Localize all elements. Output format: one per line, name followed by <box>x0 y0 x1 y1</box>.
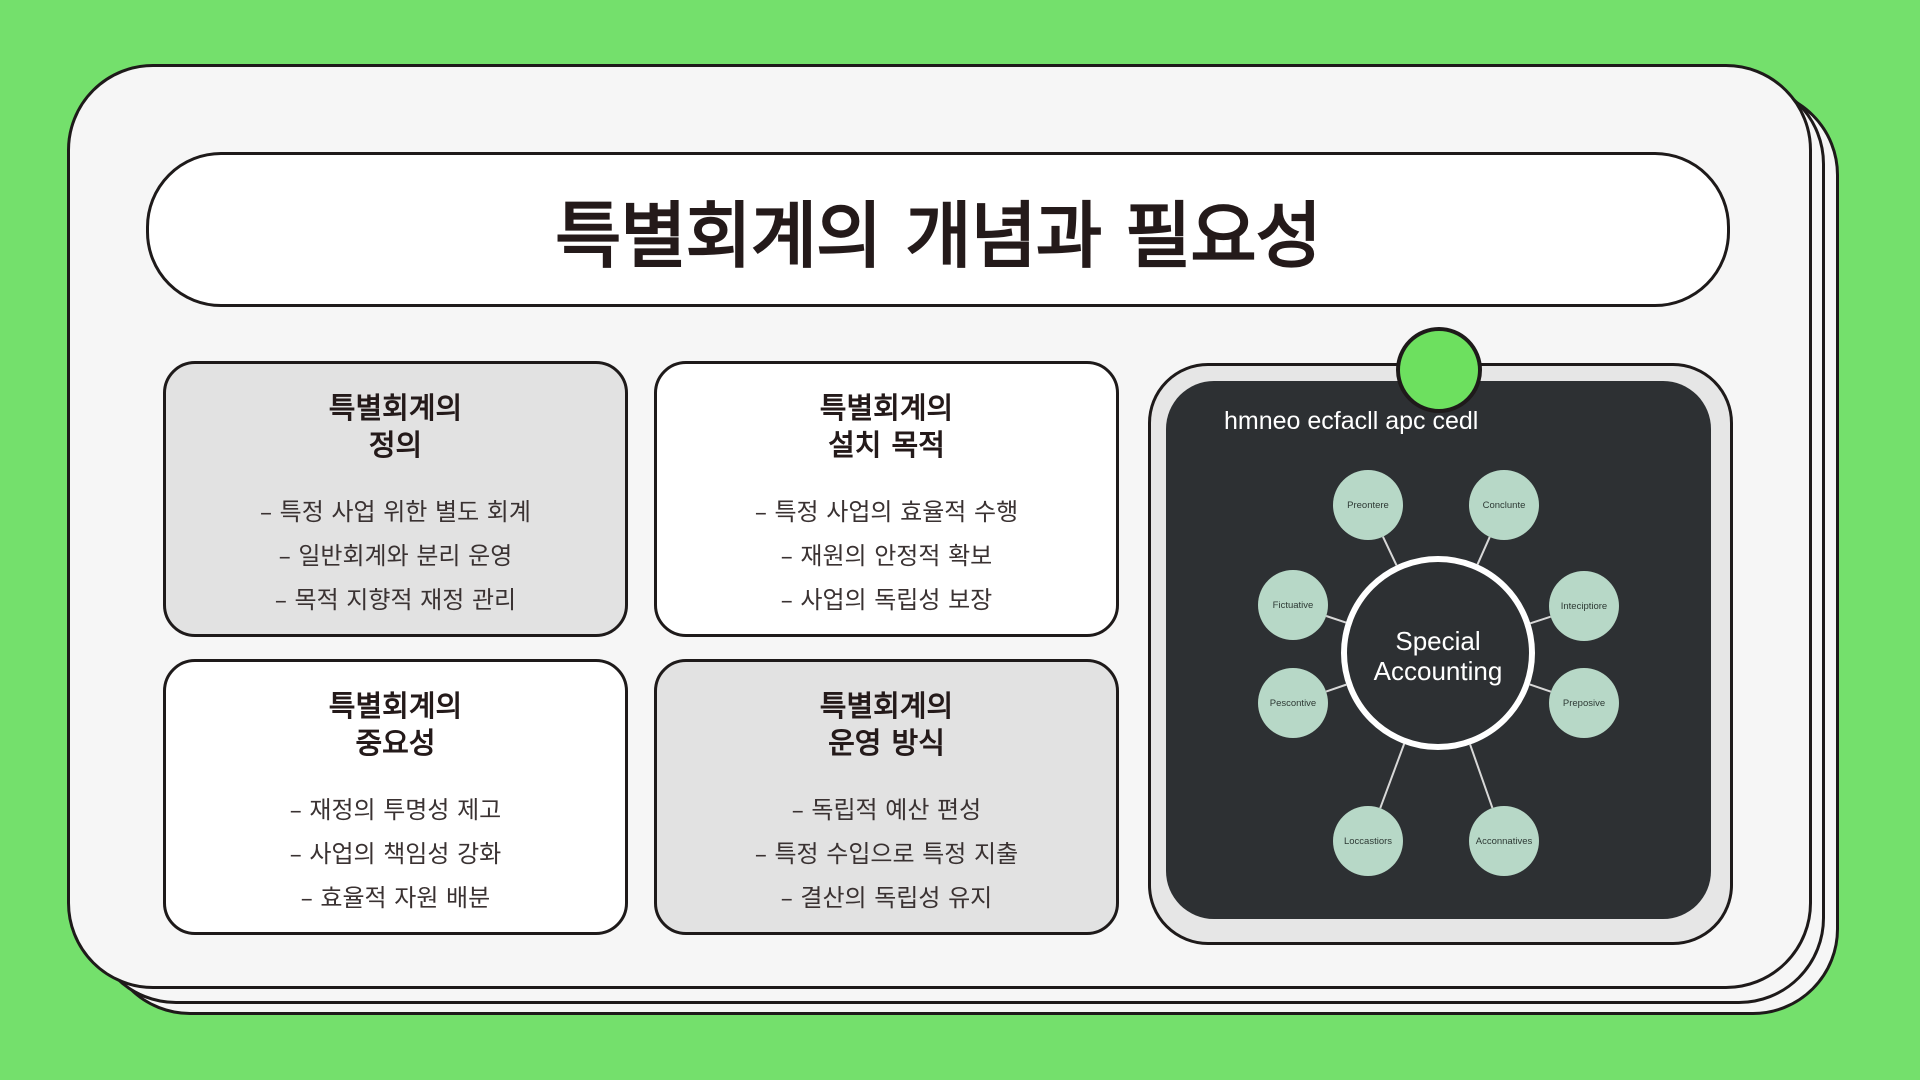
list-item: – 효율적 자원 배분 <box>300 884 491 912</box>
list-item: – 결산의 독립성 유지 <box>780 884 993 912</box>
diagram-node <box>1549 571 1619 641</box>
mind-map: Special Accounting Preontere ConclunteFic… <box>1258 470 1619 876</box>
diagram-node <box>1333 470 1403 540</box>
card-title-line: 중요성 <box>355 726 436 760</box>
diagram-node-label: Preontere <box>1347 500 1389 511</box>
center-label-line2: Accounting <box>1374 656 1503 686</box>
card-title-line: 특별회계의 <box>819 391 954 425</box>
list-item: – 독립적 예산 편성 <box>791 796 982 824</box>
list-item: – 일반회계와 분리 운영 <box>278 542 513 570</box>
list-item: – 사업의 책임성 강화 <box>289 840 502 868</box>
center-ring <box>1341 556 1535 750</box>
diagram-edge <box>1530 615 1551 625</box>
diagram-edge <box>1469 744 1494 809</box>
list-item: – 특정 사업의 효율적 수행 <box>754 498 1019 526</box>
list-item: – 특정 수입으로 특정 지출 <box>754 840 1019 868</box>
center-label-line1: Special <box>1395 626 1480 656</box>
card-list: – 재정의 투명성 제고 – 사업의 책임성 강화 – 효율적 자원 배분 <box>166 788 625 920</box>
card-title-line: 운영 방식 <box>828 726 945 760</box>
diagram-edge <box>1382 536 1398 566</box>
diagram-node-label: Loccastiors <box>1344 836 1392 847</box>
card-list: – 독립적 예산 편성 – 특정 수입으로 특정 지출 – 결산의 독립성 유지 <box>657 788 1116 920</box>
card-title: 특별회계의 정의 <box>166 390 625 464</box>
title-banner: 특별회계의 개념과 필요성 <box>146 152 1730 307</box>
list-item: – 특정 사업 위한 별도 회계 <box>260 498 531 526</box>
card-operation: 특별회계의 운영 방식 – 독립적 예산 편성 – 특정 수입으로 특정 지출 … <box>654 659 1119 935</box>
diagram-node <box>1549 668 1619 738</box>
list-item: – 재정의 투명성 제고 <box>289 796 502 824</box>
diagram-edge <box>1325 683 1347 693</box>
card-importance: 특별회계의 중요성 – 재정의 투명성 제고 – 사업의 책임성 강화 – 효율… <box>163 659 628 935</box>
card-definition: 특별회계의 정의 – 특정 사업 위한 별도 회계 – 일반회계와 분리 운영 … <box>163 361 628 637</box>
pin-dot <box>1396 327 1482 413</box>
card-title-line: 설치 목적 <box>828 428 945 462</box>
card-title-line: 정의 <box>368 428 423 462</box>
diagram-edge <box>1325 615 1347 624</box>
card-purpose: 특별회계의 설치 목적 – 특정 사업의 효율적 수행 – 재원의 안정적 확보… <box>654 361 1119 637</box>
diagram-node <box>1469 806 1539 876</box>
card-title-line: 특별회계의 <box>819 689 954 723</box>
page-title: 특별회계의 개념과 필요성 <box>555 194 1322 278</box>
card-list: – 특정 사업의 효율적 수행 – 재원의 안정적 확보 – 사업의 독립성 보… <box>657 490 1116 622</box>
card-title: 특별회계의 설치 목적 <box>657 390 1116 464</box>
diagram-node <box>1469 470 1539 540</box>
card-title-line: 특별회계의 <box>328 689 463 723</box>
diagram-node-label: Acconnatives <box>1476 836 1533 847</box>
list-item: – 사업의 독립성 보장 <box>780 586 993 614</box>
card-list: – 특정 사업 위한 별도 회계 – 일반회계와 분리 운영 – 목적 지향적 … <box>166 490 625 622</box>
diagram-edge <box>1476 536 1491 565</box>
diagram-panel: hmneo ecfacll apc cedl Special Accountin… <box>1166 381 1711 919</box>
list-item: – 재원의 안정적 확보 <box>780 542 993 570</box>
card-title-line: 특별회계의 <box>328 391 463 425</box>
diagram-node-label: Preposive <box>1563 698 1605 709</box>
diagram-edges <box>1325 536 1552 809</box>
diagram-edge <box>1529 683 1552 693</box>
diagram-node <box>1258 570 1328 640</box>
diagram-node <box>1258 668 1328 738</box>
list-item: – 목적 지향적 재정 관리 <box>274 586 517 614</box>
diagram-node-label: Pescontive <box>1270 698 1316 709</box>
diagram-node-label: Fictuative <box>1273 600 1314 611</box>
diagram-node <box>1333 806 1403 876</box>
card-title: 특별회계의 중요성 <box>166 688 625 762</box>
diagram-node-label: Conclunte <box>1483 500 1526 511</box>
diagram-edge <box>1379 743 1406 809</box>
diagram-node-label: Inteciptiore <box>1561 601 1607 612</box>
card-title: 특별회계의 운영 방식 <box>657 688 1116 762</box>
